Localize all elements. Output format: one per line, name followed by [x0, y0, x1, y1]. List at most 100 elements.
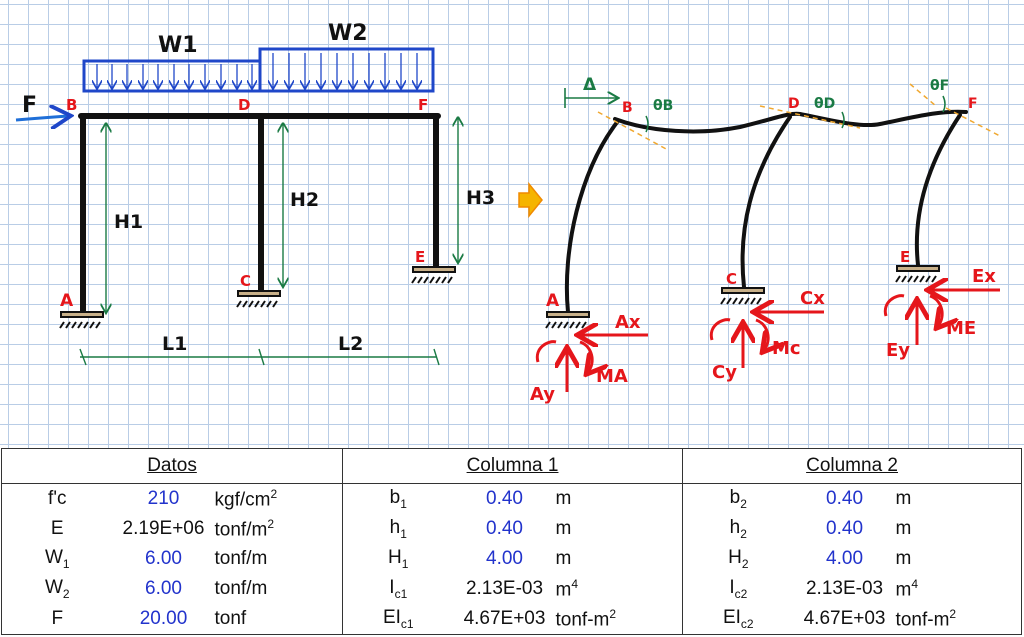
label-me: ME — [946, 318, 976, 339]
distributed-load-w1 — [82, 59, 262, 93]
label-force-f: F — [22, 93, 37, 118]
support-a — [59, 311, 104, 329]
header-columna1: Columna 1 — [342, 448, 684, 484]
datos-symbol: W2 — [1, 574, 113, 604]
header-datos: Datos — [0, 448, 344, 484]
datos-value: 210 — [147, 488, 180, 509]
columna2-symbol: Ic2 — [729, 577, 748, 601]
label-ay: Ay — [530, 384, 555, 405]
rotation-marks — [645, 95, 946, 133]
columna2-symbol: h2 — [729, 517, 747, 541]
label-drift: Δ — [583, 75, 597, 95]
columna1-value: 2.13E-03 — [465, 578, 544, 599]
label-ma: MA — [596, 366, 628, 387]
support-c — [236, 290, 281, 308]
label-cy: Cy — [712, 362, 737, 383]
datos-unit: kgf/cm2 — [214, 483, 344, 514]
datos-symbol: W1 — [1, 544, 113, 574]
table-header-row: Datos Columna 1 Columna 2 — [0, 448, 1023, 484]
columna1-value: 4.00 — [486, 548, 523, 569]
columna1-symbol: Ic1 — [389, 577, 408, 601]
columna1-unit: m — [555, 483, 684, 514]
datos-unit: tonf/m2 — [214, 514, 344, 544]
properties-table: Datos Columna 1 Columna 2 f'c 210 kgf/cm2 b… — [0, 448, 1023, 635]
label-ey: Ey — [886, 340, 910, 361]
table-row: f'c 210 kgf/cm2 b1 0.40 m b2 0.40 m — [1, 483, 1023, 514]
columna2-value: 4.67E+03 — [793, 604, 896, 635]
datos-value: 20.00 — [112, 604, 215, 635]
table-row: W1 6.00 tonf/m H1 4.00 m H2 4.00 m — [1, 544, 1023, 574]
label-cx: Cx — [800, 288, 825, 309]
reactions-e — [883, 290, 1000, 345]
reactions-c — [709, 312, 824, 368]
frame-left-structure — [78, 113, 441, 314]
node-f-label: F — [418, 96, 428, 114]
node-d-right-label: D — [788, 96, 800, 112]
theta-b-label: θB — [653, 98, 673, 114]
columna1-unit: m — [555, 544, 684, 574]
columna2-unit: m — [895, 544, 1023, 574]
label-h1: H1 — [114, 211, 143, 233]
columna2-unit: m — [895, 483, 1023, 514]
reactions-a — [535, 335, 648, 392]
label-h3: H3 — [466, 187, 495, 209]
theta-f-label: θF — [930, 78, 949, 94]
label-mc: Mc — [772, 338, 801, 359]
label-l1: L1 — [162, 333, 187, 355]
node-e-right-label: E — [900, 248, 910, 266]
columna2-symbol: EIc2 — [682, 604, 794, 635]
support-e — [411, 266, 456, 284]
columna1-symbol: EIc1 — [342, 604, 454, 635]
node-c-right-label: C — [726, 270, 737, 288]
support-a-right — [545, 311, 590, 329]
columna2-unit: tonf-m2 — [895, 604, 1023, 635]
header-columna2: Columna 2 — [682, 448, 1023, 484]
columna2-value: 4.00 — [826, 548, 864, 569]
transition-arrow-icon — [518, 181, 543, 219]
dimension-l1-l2 — [79, 348, 440, 366]
datos-symbol: E — [1, 514, 113, 544]
node-e-label: E — [415, 248, 425, 266]
columna1-unit: m4 — [555, 574, 684, 604]
datos-unit: tonf/m — [214, 544, 344, 574]
columna1-symbol: h1 — [389, 517, 407, 541]
columna2-value: 0.40 — [826, 518, 864, 539]
node-b-right-label: B — [622, 100, 633, 116]
node-a-label: A — [60, 291, 74, 311]
columna1-value: 0.40 — [486, 488, 523, 509]
columna2-symbol: b2 — [729, 487, 747, 511]
drift-delta-dimension — [564, 88, 617, 108]
support-c-right — [720, 287, 765, 305]
label-w2: W2 — [328, 21, 368, 46]
node-f-right-label: F — [968, 96, 978, 112]
frame-right-deformed — [564, 109, 968, 314]
columna2-value: 0.40 — [826, 488, 864, 509]
columna1-symbol: b1 — [389, 487, 407, 511]
columna1-unit: tonf-m2 — [555, 604, 684, 635]
theta-d-label: θD — [814, 96, 835, 112]
columna1-value: 4.67E+03 — [453, 604, 556, 635]
label-ax: Ax — [615, 312, 641, 333]
data-table: Datos Columna 1 Columna 2 f'c 210 kgf/cm2 b… — [0, 448, 1024, 637]
datos-value: 6.00 — [145, 548, 182, 569]
datos-symbol: F — [1, 604, 113, 635]
columna2-symbol: H2 — [728, 547, 749, 571]
table-row: E 2.19E+06 tonf/m2 h1 0.40 m h2 0.40 m — [1, 514, 1023, 544]
columna2-unit: m — [895, 514, 1023, 544]
label-l2: L2 — [338, 333, 363, 355]
node-d-label: D — [238, 96, 250, 114]
datos-value: 2.19E+06 — [122, 518, 205, 539]
datos-unit: tonf — [214, 604, 344, 635]
columna1-value: 0.40 — [486, 518, 523, 539]
columna1-unit: m — [555, 514, 684, 544]
force-f-arrow — [15, 116, 68, 120]
label-h2: H2 — [290, 189, 319, 211]
datos-unit: tonf/m — [214, 574, 344, 604]
node-b-label: B — [66, 96, 77, 114]
columna1-symbol: H1 — [388, 547, 409, 571]
node-a-right-label: A — [546, 291, 560, 311]
frame-sketch: W1 W2 F B D F A C E H1 H2 H3 — [0, 0, 1024, 448]
datos-symbol: f'c — [1, 483, 113, 514]
